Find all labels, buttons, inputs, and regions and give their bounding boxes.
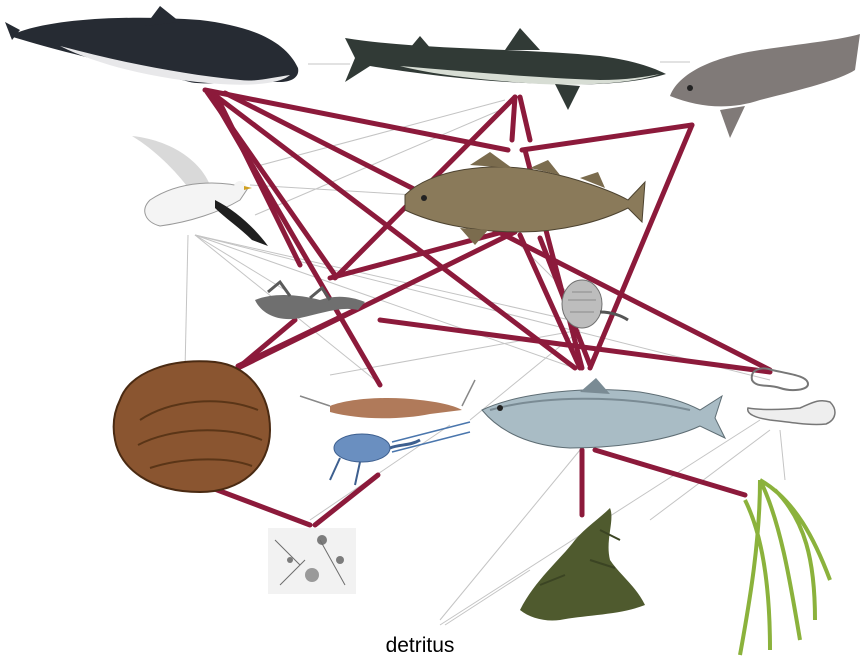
clam-icon <box>114 361 270 492</box>
brown-alga-icon <box>520 508 645 621</box>
worm-icon <box>748 368 835 424</box>
weak-link <box>650 430 770 520</box>
strong-link <box>595 450 745 495</box>
porpoise-icon <box>5 6 298 85</box>
copepod-icon <box>330 422 470 485</box>
detritus-label: detritus <box>370 634 470 658</box>
weak-link <box>445 570 530 625</box>
weak-link <box>250 100 505 168</box>
strong-link <box>520 97 530 140</box>
weak-link <box>195 235 285 290</box>
weak-link <box>780 430 785 480</box>
weak-link <box>185 235 188 370</box>
strong-link <box>590 125 692 368</box>
mysid-icon <box>300 380 475 418</box>
strong-link <box>522 125 692 150</box>
phytoplankton-icon <box>268 528 356 594</box>
shark-icon <box>345 28 666 110</box>
strong-link <box>512 97 515 140</box>
strong-link <box>212 488 310 525</box>
seal-icon <box>670 34 860 138</box>
weak-link <box>195 235 580 370</box>
strong-link <box>315 475 378 525</box>
herring-icon <box>482 378 725 448</box>
weak-link <box>195 235 570 320</box>
eelgrass-icon <box>740 480 830 655</box>
cod-icon <box>405 152 645 245</box>
